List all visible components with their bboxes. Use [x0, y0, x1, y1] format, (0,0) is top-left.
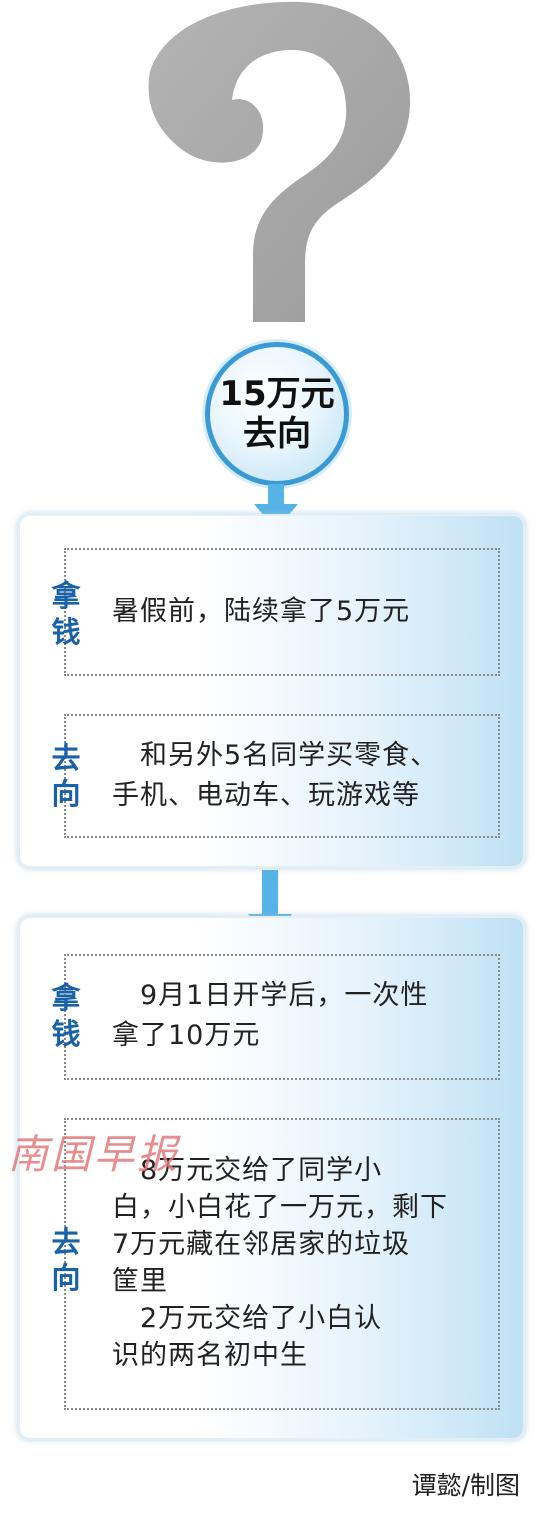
- take-box: [64, 954, 500, 1080]
- credit: 谭懿/制图: [411, 1471, 520, 1500]
- spend-tag: 去 向: [51, 1225, 81, 1295]
- panel-before-summer: 拿 钱 暑假前，陆续拿了5万元 去 向 和另外5名同学买零食、 手机、电动车、玩…: [20, 516, 523, 866]
- title-line2: 去向: [243, 414, 311, 454]
- take-tag: 拿 钱: [51, 579, 81, 649]
- spend-text: 8万元交给了同学小 白，小白花了一万元，剩下 7万元藏在邻居家的垃圾 筐里 2万…: [112, 1155, 448, 1371]
- panel-after-school: 拿 钱 9月1日开学后，一次性 拿了10万元 去 向 8万元交给了同学小 白，小…: [20, 918, 523, 1438]
- take-box: [64, 548, 500, 676]
- take-text: 暑假前，陆续拿了5万元: [112, 596, 411, 627]
- take-text: 9月1日开学后，一次性 拿了10万元: [112, 980, 429, 1051]
- watermark: 南国早报: [8, 1132, 180, 1178]
- spend-box: [64, 1118, 500, 1410]
- spend-box: [64, 714, 500, 838]
- title-line1: 15万元: [219, 374, 335, 414]
- spend-tag: 去 向: [51, 741, 81, 811]
- spend-text: 和另外5名同学买零食、 手机、电动车、玩游戏等: [112, 740, 439, 811]
- title-circle: 15万元 去向: [205, 342, 349, 486]
- question-mark-icon: [148, 1, 411, 322]
- take-tag: 拿 钱: [51, 981, 81, 1051]
